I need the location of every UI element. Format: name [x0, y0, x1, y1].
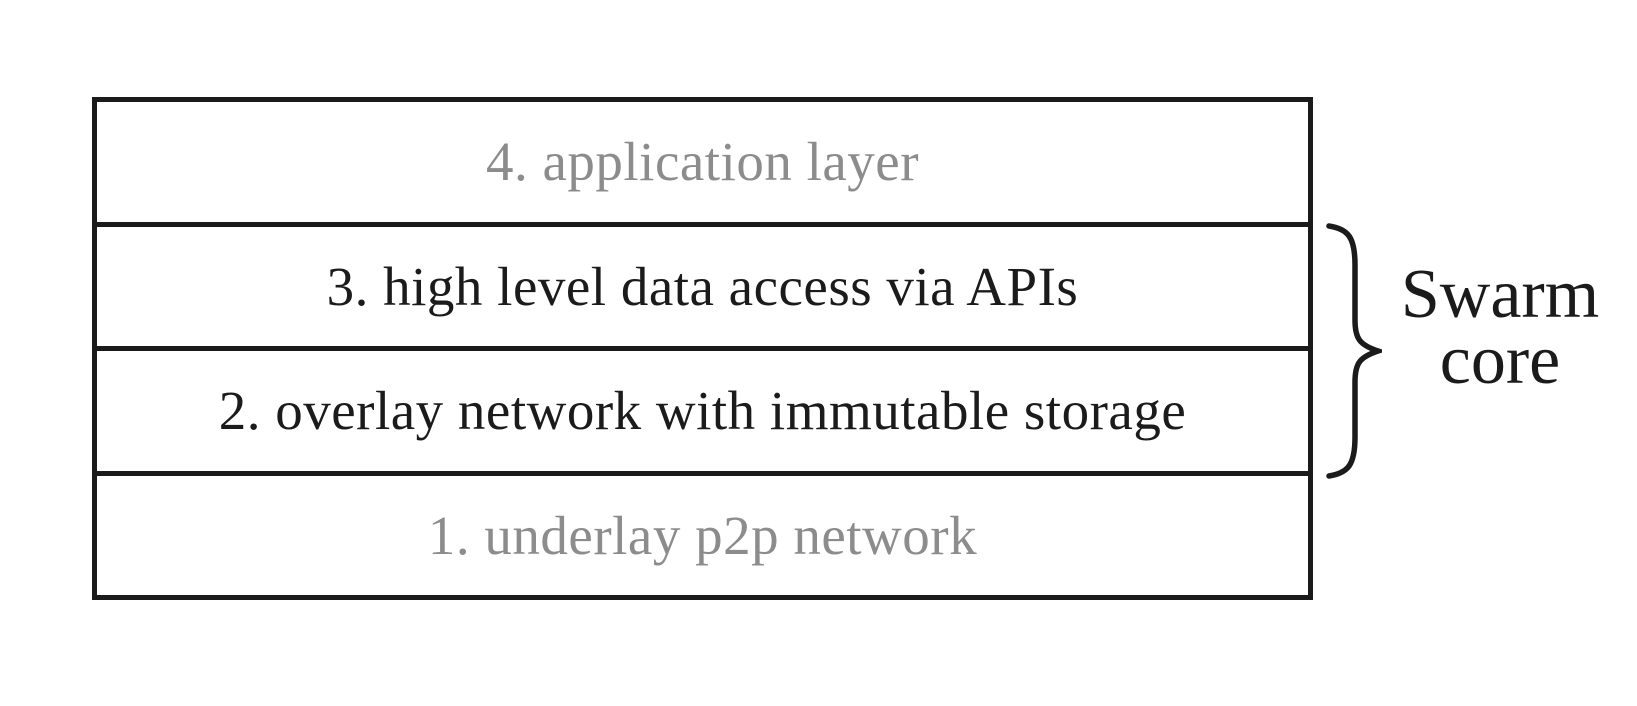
brace-label-line2: core — [1439, 322, 1561, 399]
layer-label: 3. high level data access via APIs — [326, 255, 1079, 317]
brace-label-line1: Swarm — [1400, 256, 1600, 333]
brace-label: Swarm core — [1384, 256, 1616, 399]
layer-label: 2. overlay network with immutable storag… — [218, 380, 1187, 442]
layer-row-1: 1. underlay p2p network — [97, 476, 1308, 596]
layer-row-3: 3. high level data access via APIs — [97, 227, 1308, 351]
layer-stack: 4. application layer 3. high level data a… — [92, 97, 1313, 600]
layer-label: 1. underlay p2p network — [427, 504, 978, 566]
layer-label: 4. application layer — [485, 131, 920, 193]
curly-brace — [1326, 223, 1382, 479]
layer-row-2: 2. overlay network with immutable storag… — [97, 351, 1308, 476]
layer-row-4: 4. application layer — [97, 102, 1308, 227]
